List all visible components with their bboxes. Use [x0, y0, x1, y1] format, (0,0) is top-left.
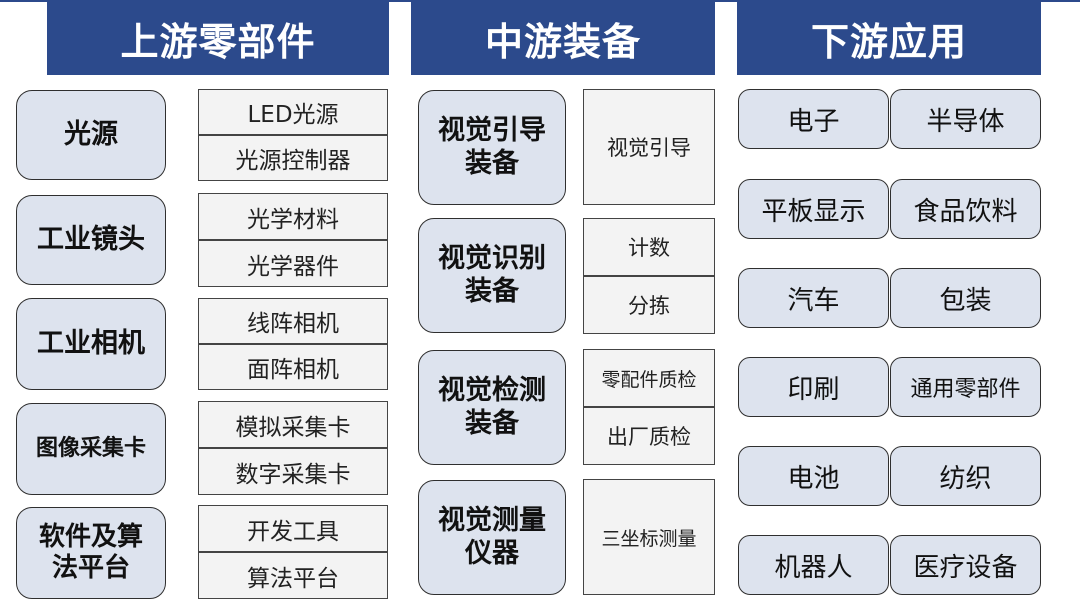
downstream-app: 纺织	[890, 446, 1041, 506]
upstream-item: 光源控制器	[198, 135, 388, 181]
midstream-item: 计数	[583, 218, 715, 276]
upstream-item: 算法平台	[198, 552, 388, 599]
downstream-app: 平板显示	[738, 179, 889, 239]
midstream-column: 视觉引导 装备 视觉引导 视觉识别 装备 计数 分拣 视觉检测 装备 零配件质检…	[400, 0, 730, 603]
upstream-item: 光学器件	[198, 240, 388, 287]
downstream-app: 医疗设备	[890, 535, 1041, 595]
upstream-category-frame-grabber: 图像采集卡	[16, 403, 166, 495]
upstream-category-software-algorithms: 软件及算 法平台	[16, 507, 166, 599]
header-midstream: 中游装备	[411, 2, 715, 75]
downstream-app: 电池	[738, 446, 889, 506]
downstream-app: 机器人	[738, 535, 889, 595]
upstream-item: LED光源	[198, 89, 388, 135]
upstream-column: 光源 LED光源 光源控制器 工业镜头 光学材料 光学器件 工业相机 线阵相机 …	[0, 0, 400, 603]
midstream-category-vision-measurement: 视觉测量 仪器	[418, 480, 566, 595]
midstream-category-vision-recognition: 视觉识别 装备	[418, 218, 566, 333]
downstream-app: 包装	[890, 268, 1041, 328]
upstream-item: 模拟采集卡	[198, 401, 388, 448]
midstream-category-vision-inspection: 视觉检测 装备	[418, 350, 566, 465]
upstream-category-light-source: 光源	[16, 90, 166, 180]
midstream-item: 视觉引导	[583, 89, 715, 205]
downstream-app: 电子	[738, 89, 889, 149]
upstream-item: 线阵相机	[198, 298, 388, 344]
downstream-app: 食品饮料	[890, 179, 1041, 239]
midstream-item: 分拣	[583, 276, 715, 334]
header-upstream: 上游零部件	[47, 2, 389, 75]
downstream-column: 电子 半导体 平板显示 食品饮料 汽车 包装 印刷 通用零部件 电池 纺织 机器…	[730, 0, 1080, 603]
midstream-item: 三坐标测量	[583, 479, 715, 595]
downstream-app: 汽车	[738, 268, 889, 328]
midstream-item: 出厂质检	[583, 407, 715, 465]
downstream-app: 印刷	[738, 357, 889, 417]
top-accent-line	[0, 0, 1080, 2]
header-downstream: 下游应用	[737, 2, 1041, 75]
downstream-app: 半导体	[890, 89, 1041, 149]
upstream-item: 面阵相机	[198, 344, 388, 390]
upstream-category-industrial-lens: 工业镜头	[16, 195, 166, 285]
upstream-item: 光学材料	[198, 193, 388, 240]
midstream-item: 零配件质检	[583, 349, 715, 407]
upstream-item: 开发工具	[198, 505, 388, 552]
downstream-app: 通用零部件	[890, 357, 1041, 417]
upstream-item: 数字采集卡	[198, 448, 388, 495]
upstream-category-industrial-camera: 工业相机	[16, 298, 166, 390]
midstream-category-vision-guidance: 视觉引导 装备	[418, 90, 566, 205]
